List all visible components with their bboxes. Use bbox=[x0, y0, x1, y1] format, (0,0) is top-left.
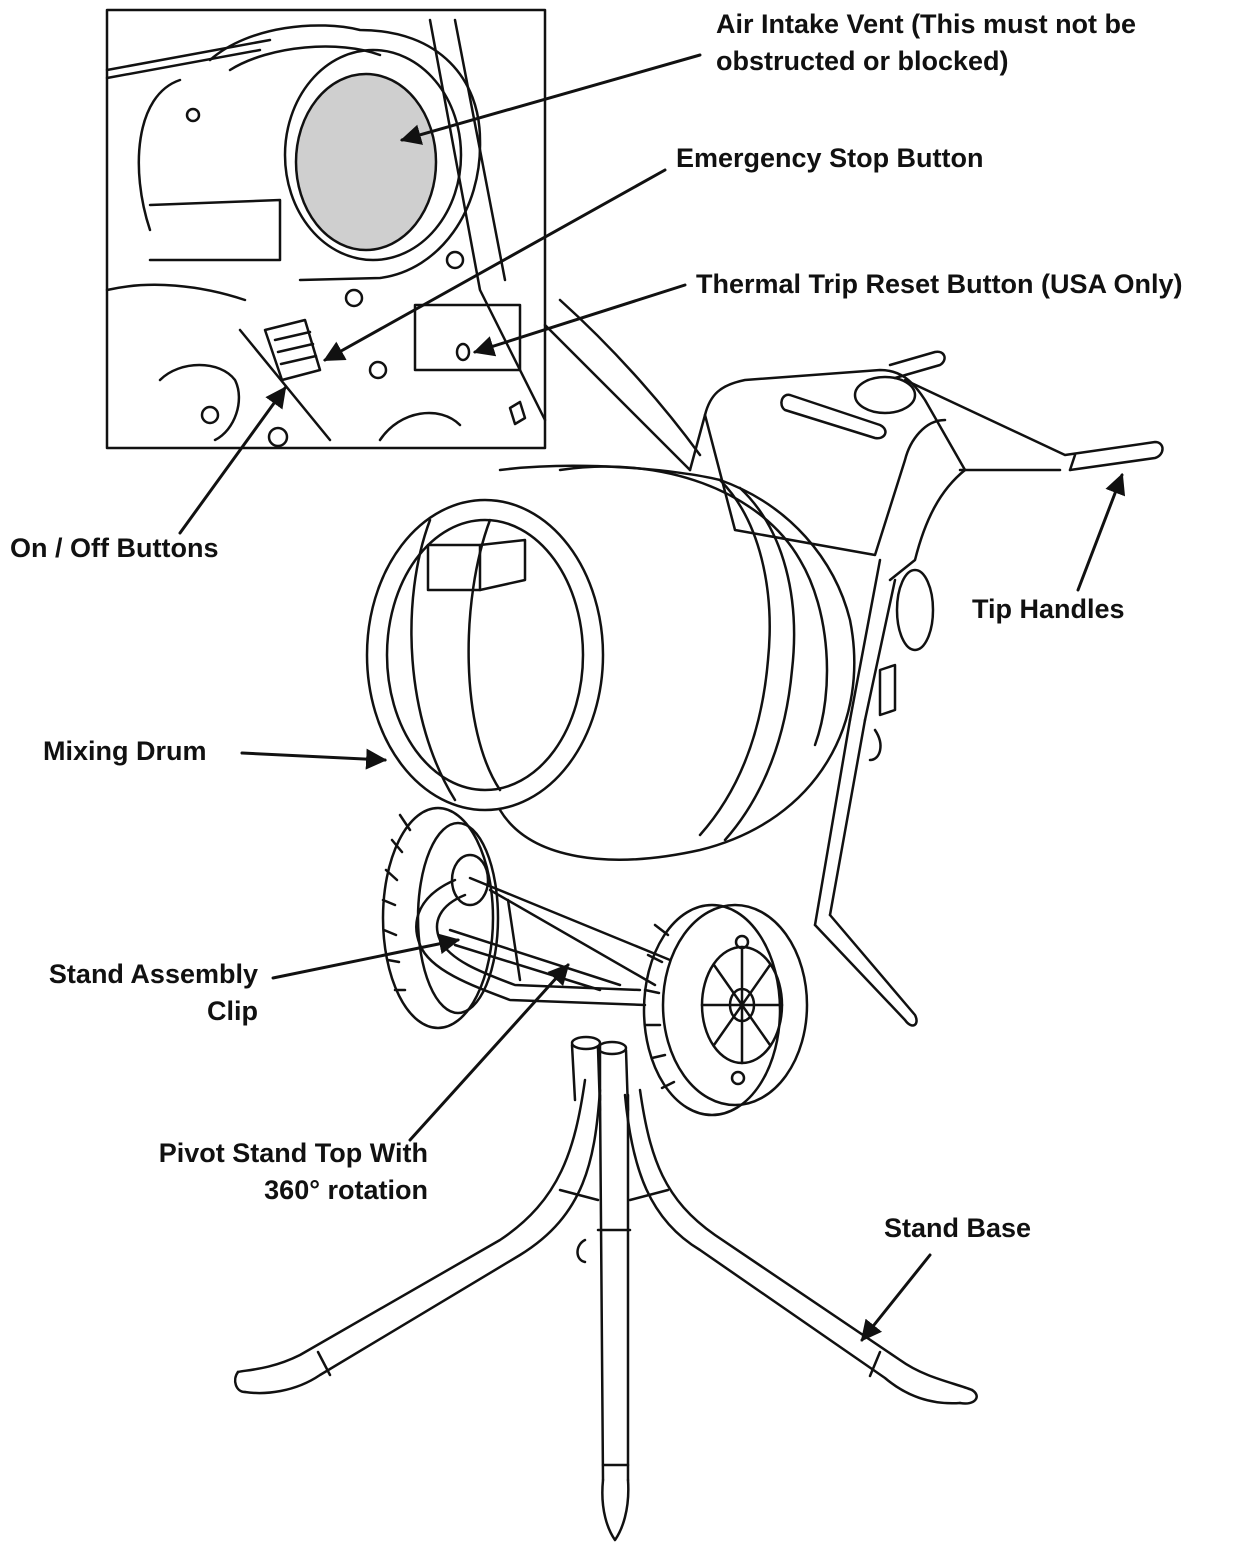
handle-housing bbox=[543, 298, 1164, 762]
label-thermal-trip-reset-button: Thermal Trip Reset Button (USA Only) bbox=[696, 269, 1183, 299]
right-wheel bbox=[642, 903, 809, 1117]
label-pivot-stand-top-line1: Pivot Stand Top With bbox=[158, 1138, 428, 1168]
label-pivot-stand-top-line2: 360° rotation bbox=[264, 1175, 428, 1205]
left-wheel bbox=[381, 806, 500, 1030]
arrow-stand-base bbox=[860, 1253, 932, 1342]
label-stand-assembly-clip: Stand Assembly Clip bbox=[20, 956, 258, 1030]
arrow-thermal-trip bbox=[472, 283, 687, 357]
label-air-intake-vent-line1: Air Intake Vent (This must not be bbox=[716, 9, 1137, 39]
label-emergency-stop-button: Emergency Stop Button bbox=[676, 143, 984, 173]
arrow-pivot-stand bbox=[408, 963, 570, 1142]
label-stand-assembly-clip-line2: Clip bbox=[207, 996, 258, 1026]
mixing-drum-shape bbox=[365, 464, 856, 861]
label-stand-assembly-clip-line1: Stand Assembly bbox=[48, 959, 258, 989]
label-tip-handles: Tip Handles bbox=[972, 594, 1125, 624]
leader-arrows bbox=[178, 53, 1126, 1342]
label-mixing-drum: Mixing Drum bbox=[43, 736, 207, 766]
label-pivot-stand-top: Pivot Stand Top With 360° rotation bbox=[100, 1135, 428, 1209]
arrow-air-intake-vent bbox=[399, 53, 702, 145]
arrow-tip-handles bbox=[1076, 473, 1126, 592]
arrow-on-off bbox=[178, 386, 287, 535]
label-air-intake-vent-line2: obstructed or blocked) bbox=[716, 46, 1009, 76]
inset-detail bbox=[105, 8, 547, 450]
label-air-intake-vent: Air Intake Vent (This must not be obstru… bbox=[716, 6, 1136, 80]
arrow-emergency-stop bbox=[323, 168, 667, 362]
label-on-off-buttons: On / Off Buttons bbox=[10, 533, 219, 563]
stand-base bbox=[233, 1035, 978, 1542]
arrow-mixing-drum bbox=[240, 748, 388, 770]
label-stand-base: Stand Base bbox=[884, 1213, 1032, 1243]
arrow-stand-clip bbox=[271, 933, 461, 980]
